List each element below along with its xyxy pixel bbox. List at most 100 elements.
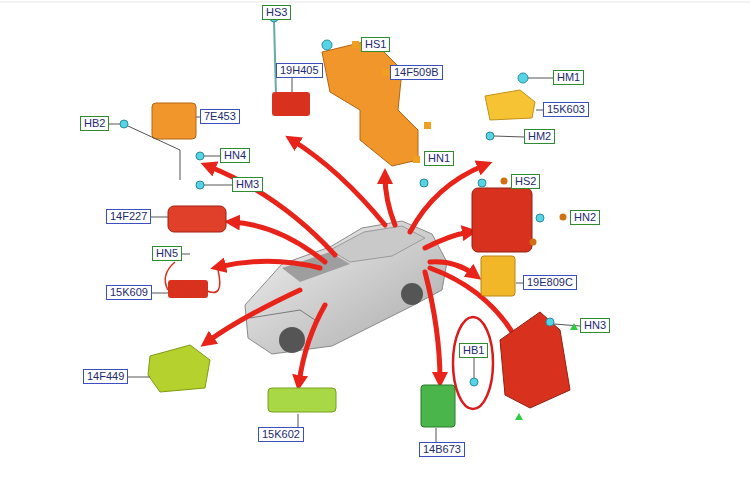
callout-text: 14F509B — [394, 66, 439, 78]
fastener-callout: HN4 — [220, 148, 250, 163]
fastener-callout: HS3 — [262, 5, 291, 20]
red-arrow — [425, 232, 470, 248]
triangle-marker — [570, 323, 578, 330]
fastener-callout: HB2 — [80, 116, 109, 131]
fastener — [478, 179, 486, 187]
fastener — [486, 132, 494, 140]
fastener-callout: HM1 — [553, 70, 584, 85]
wire — [165, 262, 220, 293]
module-part — [500, 312, 570, 408]
fastener-callout: HS2 — [511, 174, 540, 189]
callout-text: 14F227 — [110, 210, 147, 222]
parts — [148, 20, 570, 427]
leader-line — [516, 283, 523, 284]
part-callout: 14B673 — [419, 442, 465, 457]
leader-lines — [106, 78, 580, 443]
red-arrow — [425, 272, 440, 380]
callout-text: 15K603 — [547, 103, 585, 115]
red-arrows — [207, 140, 518, 383]
part-callout: 19E809C — [523, 275, 577, 290]
part-callout: 14F227 — [106, 209, 151, 224]
fastener-callout: HN3 — [580, 318, 610, 333]
callout-text: HN5 — [156, 247, 178, 259]
red-arrow — [299, 305, 325, 383]
red-arrow — [207, 290, 300, 342]
callout-text: HN4 — [224, 149, 246, 161]
callout-text: HS3 — [266, 6, 287, 18]
highlight-ellipse — [453, 317, 493, 409]
bracket-part — [322, 40, 418, 166]
fastener-callout: HM3 — [232, 177, 263, 192]
car-body — [245, 221, 447, 354]
leader-line — [204, 156, 220, 157]
car-illustration — [245, 221, 447, 354]
square-marker — [413, 156, 420, 163]
fastener — [470, 378, 478, 386]
part-callout: 15K609 — [106, 285, 152, 300]
module-part — [168, 280, 208, 298]
fastener — [120, 120, 128, 128]
part-callout: 19H405 — [276, 63, 323, 78]
fastener — [196, 181, 204, 189]
markers — [352, 41, 578, 420]
car-wheel — [401, 283, 423, 305]
car-wheel — [279, 327, 305, 353]
callout-text: 19H405 — [280, 64, 319, 76]
leader-line — [494, 136, 524, 137]
callout-text: HS2 — [515, 175, 536, 187]
module-part — [148, 345, 210, 392]
leader-line — [554, 324, 580, 326]
callout-text: 7E453 — [204, 110, 236, 122]
part-callout: 15K603 — [543, 102, 589, 117]
callout-text: 14B673 — [423, 443, 461, 455]
callout-text: HB1 — [463, 344, 484, 356]
fastener-callout: HN1 — [424, 151, 454, 166]
callout-text: 19E809C — [527, 276, 573, 288]
fastener-callout: HS1 — [361, 37, 390, 52]
callout-text: HM3 — [236, 178, 259, 190]
square-marker — [424, 122, 431, 129]
module-part — [168, 206, 226, 232]
fastener-callout: HN2 — [570, 210, 600, 225]
leader-line — [180, 150, 181, 180]
leader-line — [298, 414, 299, 428]
leader-line — [204, 185, 232, 186]
fastener — [322, 40, 332, 50]
callout-text: HN2 — [574, 211, 596, 223]
part-callout: 14F509B — [390, 65, 443, 80]
callout-text: HB2 — [84, 117, 105, 129]
callout-text: 14F449 — [87, 370, 124, 382]
module-part — [481, 256, 515, 296]
fastener — [518, 73, 528, 83]
callout-text: HS1 — [365, 38, 386, 50]
callout-text: HN1 — [428, 152, 450, 164]
fastener — [420, 179, 428, 187]
callout-text: 15K609 — [110, 286, 148, 298]
circle-marker — [530, 239, 537, 246]
part-callout: 7E453 — [200, 109, 240, 124]
module-part — [272, 92, 310, 116]
square-marker — [382, 69, 389, 76]
red-arrow — [292, 140, 385, 225]
module-part — [421, 385, 455, 427]
red-arrow — [232, 222, 325, 262]
circle-marker — [560, 214, 567, 221]
fastener — [536, 214, 544, 222]
leader-line — [536, 110, 543, 111]
triangle-marker — [515, 413, 523, 420]
part-callout: 14F449 — [83, 369, 128, 384]
callout-text: 15K602 — [262, 428, 300, 440]
leader-line — [528, 78, 553, 79]
square-marker — [352, 41, 359, 48]
module-part — [268, 388, 336, 412]
leader-line — [128, 126, 180, 150]
leader-line — [292, 78, 293, 92]
fastener-callout: HB1 — [459, 343, 488, 358]
module-part — [152, 103, 196, 139]
fastener — [196, 152, 204, 160]
circle-marker — [501, 178, 508, 185]
part-callout: 15K602 — [258, 427, 304, 442]
fastener-callout: HM2 — [524, 129, 555, 144]
